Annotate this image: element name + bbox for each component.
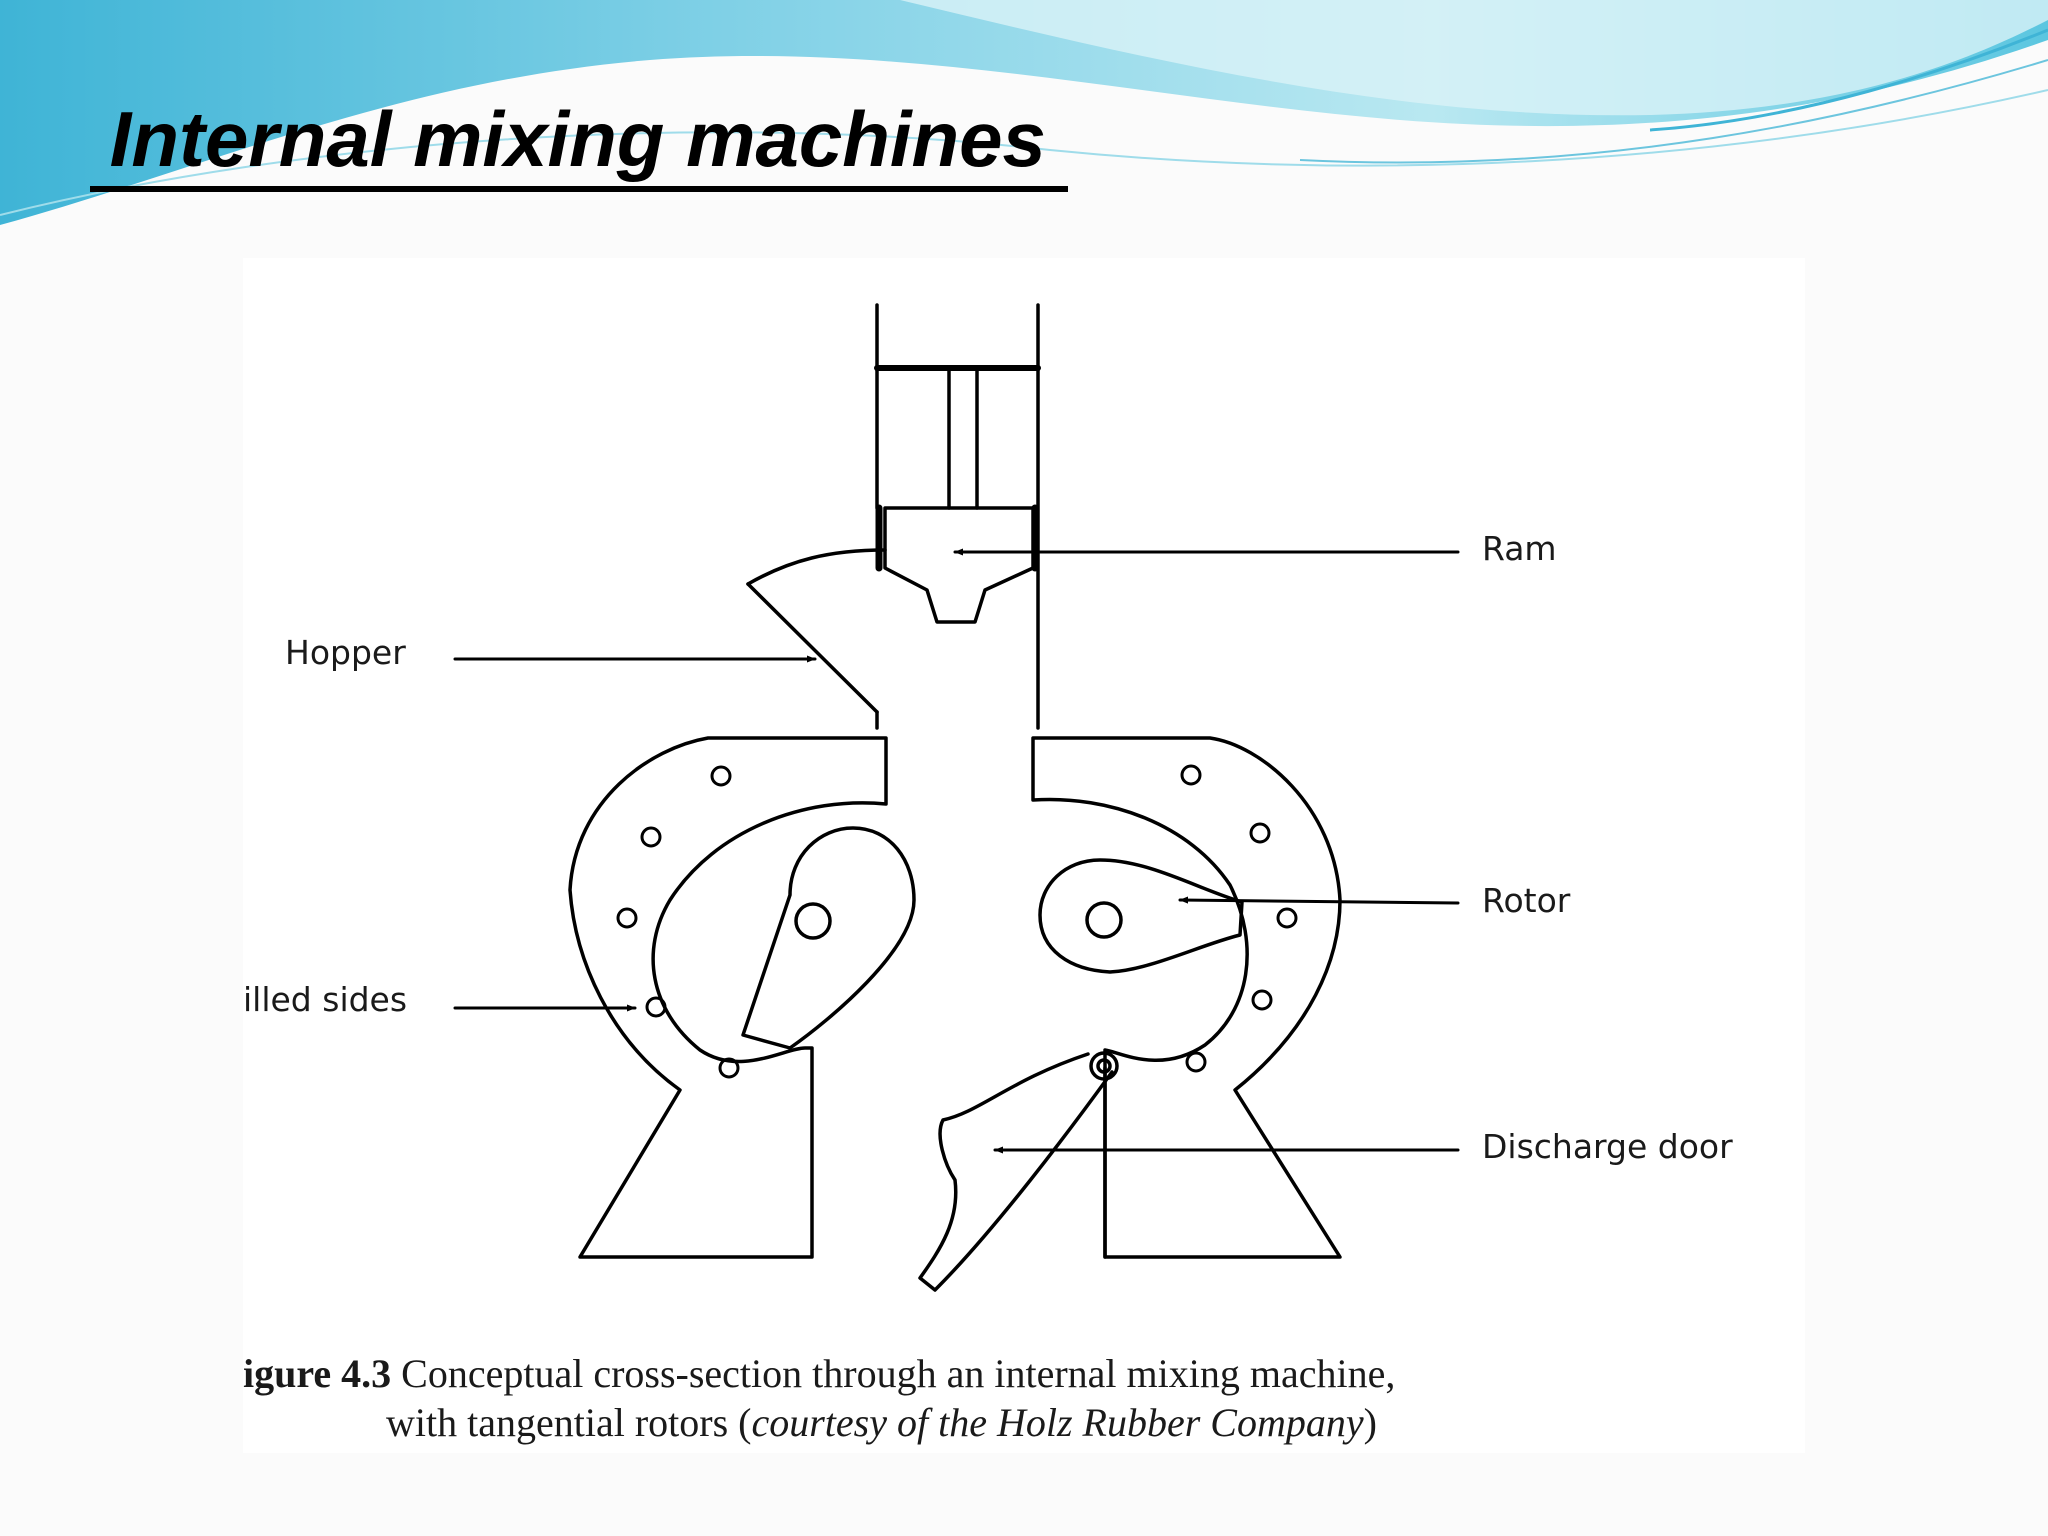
label-rotor: Rotor (1482, 881, 1571, 920)
label-hopper: Hopper (285, 633, 406, 672)
ram-body (875, 504, 1039, 624)
mixer-cross-section-diagram (453, 303, 1460, 1292)
hopper (746, 548, 887, 730)
caption-text-line1: Conceptual cross-section through an inte… (391, 1351, 1396, 1396)
drilled-holes-right (1180, 764, 1298, 1073)
leader-arrows (453, 548, 1460, 1154)
right-rotor (1038, 858, 1244, 974)
wave-header-decoration (0, 0, 2048, 225)
caption-text-line2: with tangential rotors ( (386, 1400, 752, 1445)
figure-number: igure 4.3 (243, 1351, 392, 1396)
discharge-door (918, 1051, 1119, 1292)
figure-caption-line2: with tangential rotors (courtesy of the … (386, 1403, 1377, 1443)
slide-title: Internal mixing machines (88, 95, 1046, 183)
drilled-holes-left (616, 765, 740, 1079)
figure-caption-line1: igure 4.3 Conceptual cross-section throu… (243, 1354, 1395, 1394)
left-rotor (741, 826, 916, 1050)
caption-close: ) (1363, 1400, 1377, 1445)
title-underline (90, 186, 1068, 192)
ram-cylinder (874, 303, 1041, 730)
label-drilled-sides: illed sides (243, 980, 408, 1019)
caption-credit: courtesy of the Holz Rubber Company (751, 1400, 1364, 1445)
label-discharge-door: Discharge door (1482, 1127, 1733, 1166)
left-chamber-wall (568, 736, 888, 1259)
right-chamber-wall (1031, 736, 1342, 1259)
mixer-figure: Ram Hopper Rotor illed sides Discharge d… (243, 258, 1805, 1453)
label-ram: Ram (1482, 529, 1557, 568)
